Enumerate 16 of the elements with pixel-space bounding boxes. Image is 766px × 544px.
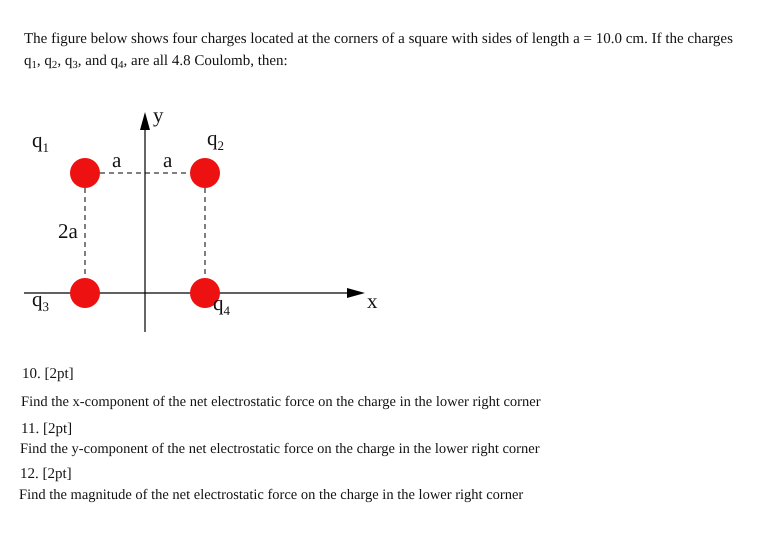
- dimension-label: a: [163, 148, 172, 173]
- charge-label: q$_{4}$: [213, 291, 230, 319]
- intro-text: The figure below shows four charges located at the corners of a square with sides of length a = 10.0 cm. If the charges q$_{1}$, q$_{2}$, q$_{3}$, and q$_{4}$, are all 4.8 Coulomb, then:: [24, 30, 734, 73]
- axis-label: y: [153, 103, 164, 128]
- question-text: Find the y-component of the net electrostatic force on the charge in the lower right corner: [20, 441, 540, 458]
- dimension-label: 2a: [58, 219, 78, 244]
- axis-label: x: [367, 289, 378, 314]
- dimension-label: a: [112, 148, 122, 173]
- question-number: 11. [2pt]: [21, 421, 72, 438]
- charge-label: q$_{2}$: [207, 126, 224, 154]
- question-text: Find the magnitude of the net electrostatic force on the charge in the lower right corner: [19, 487, 524, 504]
- question-number: 10. [2pt]: [22, 366, 74, 383]
- question-number: 12. [2pt]: [20, 466, 72, 483]
- charge-label: q$_{3}$: [32, 287, 49, 315]
- question-text: Find the x-component of the net electrostatic force on the charge in the lower right corner: [21, 394, 541, 411]
- charge-label: q$_{1}$: [32, 128, 49, 156]
